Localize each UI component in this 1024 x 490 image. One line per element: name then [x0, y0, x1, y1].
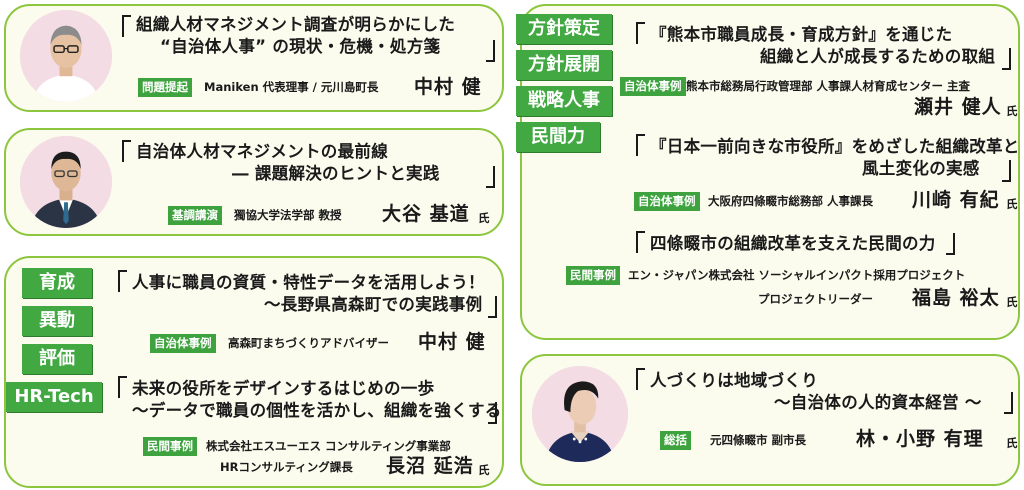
quote-open-mark: [636, 368, 645, 390]
title-line-2: “自治体人事” の現状・危機・処方箋: [160, 37, 441, 56]
tag-training: 育成: [22, 268, 92, 298]
badge-private-case: 民間事例: [566, 266, 620, 285]
speaker-affiliation: 獨協大学法学部 教授: [234, 208, 342, 222]
session-title-closing: 人づくりは地域づくり ～自治体の人的資本経営 ～: [650, 370, 982, 414]
badge-summary: 総括: [660, 431, 691, 450]
speaker-affiliation: 元四條畷市 副市長: [710, 433, 807, 447]
speaker-name: 大谷 基道: [382, 203, 470, 225]
badge-keynote: 基調講演: [168, 206, 222, 225]
quote-close-mark: [488, 296, 497, 318]
badge-municipal-case: 自治体事例: [634, 192, 700, 211]
session-title-enjapan: 四條畷市の組織改革を支えた民間の力: [650, 233, 936, 255]
title-line-1: 自治体人材マネジメントの最前線: [136, 142, 388, 161]
quote-close-mark: [488, 402, 497, 424]
speaker-name: 瀬井 健人: [914, 96, 1002, 118]
tag-evaluation: 評価: [22, 344, 92, 374]
honorific: 氏: [478, 211, 490, 225]
title-line-2: ― 課題解決のヒントと実践: [232, 164, 440, 183]
title-line-1: 『熊本市職員成長・育成方針』を通じた: [650, 25, 953, 44]
speaker-affiliation: 株式会社エスユーエス コンサルティング事業部: [206, 439, 451, 453]
session-title-shijonawate: 『日本一前向きな市役所』をめざした組織改革と 風土変化の実感: [650, 136, 1020, 180]
title-line-1: 『日本一前向きな市役所』をめざした組織改革と: [650, 137, 1020, 156]
tag-transfer: 異動: [22, 306, 92, 336]
quote-close-mark: [946, 233, 955, 255]
quote-close-mark: [1004, 392, 1013, 414]
badge-municipal-case: 自治体事例: [620, 77, 686, 96]
quote-close-mark: [1002, 48, 1011, 70]
tag-strategic-hr: 戦略人事: [516, 86, 612, 116]
session-title-kumamoto: 『熊本市職員成長・育成方針』を通じた 組織と人が成長するための取組: [650, 24, 995, 68]
tag-private-sector-power: 民間力: [516, 122, 600, 152]
badge-problem-statement: 問題提起: [138, 78, 192, 97]
speaker-name: 福島 裕太: [912, 287, 1000, 309]
tag-hr-tech: HR-Tech: [6, 382, 102, 412]
speaker-photo-nakamura: [20, 10, 112, 102]
title-line-1: 未来の役所をデザインするはじめの一歩: [132, 379, 435, 398]
speaker-photo-otani: [20, 136, 112, 228]
quote-open-mark: [122, 140, 131, 162]
quote-close-mark: [486, 40, 495, 62]
honorific: 氏: [1006, 104, 1018, 118]
session-title-keynote: 自治体人材マネジメントの最前線 ― 課題解決のヒントと実践: [136, 141, 440, 185]
badge-private-case: 民間事例: [143, 437, 197, 456]
speaker-affiliation: 大阪府四條畷市総務部 人事課長: [708, 194, 874, 208]
session-title-ssuees: 未来の役所をデザインするはじめの一歩 ～データで職員の個性を活かし、組織を強くす…: [132, 378, 502, 422]
speaker-name: 林・小野 有理: [856, 428, 984, 450]
speaker-affiliation: 高森町まちづくりアドバイザー: [228, 336, 389, 350]
quote-open-mark: [636, 231, 645, 253]
title-line-2: ～自治体の人的資本経営 ～: [774, 393, 982, 412]
badge-municipal-case: 自治体事例: [150, 334, 216, 353]
speaker-title: HRコンサルティング課長: [220, 460, 353, 474]
honorific: 氏: [478, 463, 490, 477]
title-line-1: 人事に職員の資質・特性データを活用しよう！: [132, 273, 485, 292]
speaker-name: 川崎 有紀: [912, 189, 1000, 211]
speaker-title: プロジェクトリーダー: [758, 292, 873, 306]
title-line-1: 人づくりは地域づくり: [650, 371, 818, 390]
speaker-photo-hayashi-ono: [532, 366, 628, 462]
session-title-issue: 組織人材マネジメント調査が明らかにした “自治体人事” の現状・危機・処方箋: [136, 14, 455, 58]
honorific: 氏: [1006, 197, 1018, 211]
quote-open-mark: [122, 15, 131, 37]
quote-open-mark: [118, 376, 127, 398]
speaker-name: 中村 健: [414, 76, 482, 98]
quote-close-mark: [486, 166, 495, 188]
speaker-affiliation: Maniken 代表理事 / 元川島町長: [204, 80, 379, 94]
quote-open-mark: [636, 22, 645, 44]
session-title-takamori: 人事に職員の資質・特性データを活用しよう！ ～長野県高森町での実践事例: [132, 272, 485, 316]
quote-close-mark: [1002, 160, 1011, 182]
tag-policy-deployment: 方針展開: [516, 50, 612, 80]
quote-open-mark: [636, 134, 645, 156]
title-line-2: 風土変化の実感: [862, 159, 980, 178]
honorific: 氏: [1006, 295, 1018, 309]
title-line-2: ～データで職員の個性を活かし、組織を強くする: [132, 401, 502, 420]
speaker-name: 中村 健: [418, 331, 486, 353]
speaker-name: 長沼 延浩: [386, 455, 474, 477]
tag-policy-formulation: 方針策定: [516, 14, 612, 44]
speaker-affiliation: 熊本市総務局行政管理部 人事課人材育成センター 主査: [686, 79, 971, 93]
title-line-1: 組織人材マネジメント調査が明らかにした: [136, 15, 456, 34]
speaker-affiliation: エン・ジャパン株式会社 ソーシャルインパクト採用プロジェクト: [628, 268, 966, 282]
title-line-2: 組織と人が成長するための取組: [760, 47, 996, 66]
quote-open-mark: [118, 270, 127, 292]
title-line-1: 四條畷市の組織改革を支えた民間の力: [650, 234, 936, 253]
honorific: 氏: [1006, 436, 1018, 450]
title-line-2: ～長野県高森町での実践事例: [264, 295, 483, 314]
